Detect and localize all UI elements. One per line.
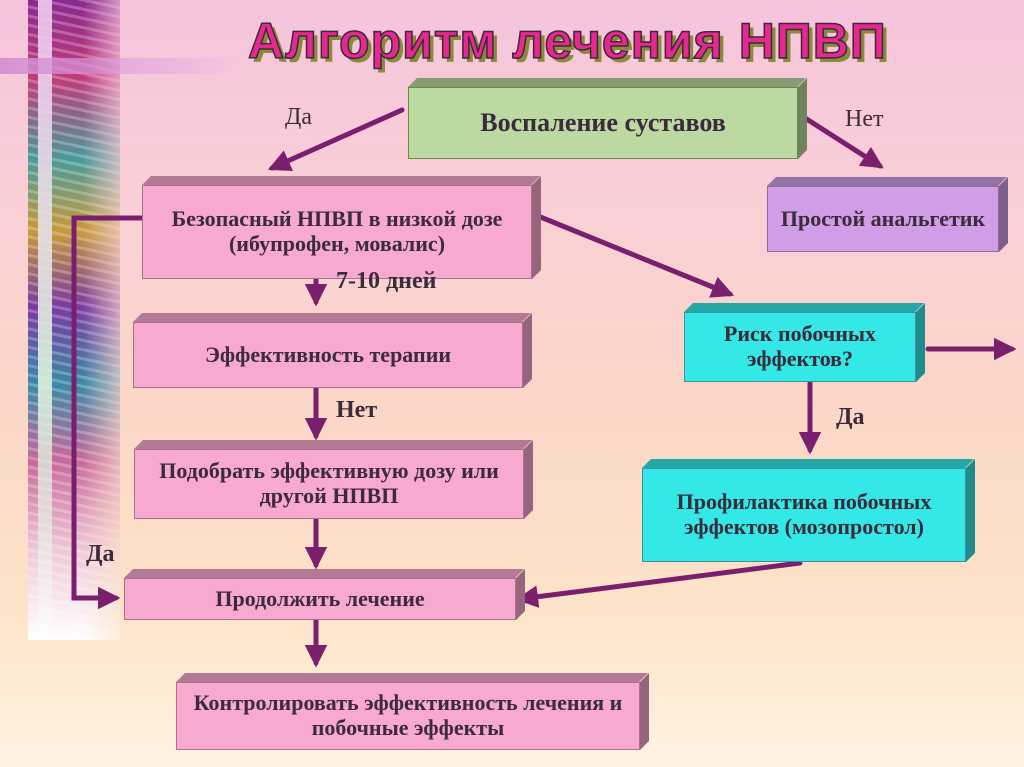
arrow-inflammation-to-nsaid — [267, 107, 405, 171]
box-inflammation: Воспаление суставов — [408, 87, 798, 159]
decorative-horizontal-line — [0, 58, 240, 74]
box-continue: Продолжить лечение — [124, 578, 516, 620]
box-monitor: Контролировать эффективность лечения и п… — [176, 682, 640, 750]
label-yes-top: Да — [285, 104, 313, 130]
box-prophylaxis: Профилактика побочных эффектов (мозопрос… — [642, 468, 966, 562]
box-choose-dose: Подобрать эффективную дозу или другой НП… — [134, 449, 524, 519]
page-title: Алгоритм лечения НПВП — [247, 12, 887, 70]
label-days: 7-10 дней — [336, 268, 437, 294]
box-safe-nsaid: Безопасный НПВП в низкой дозе (ибупрофен… — [142, 185, 532, 279]
arrow-nsaid-to-continue-loop — [71, 215, 145, 610]
arrow-nsaid-to-risk — [530, 211, 735, 298]
label-yes-risk: Да — [836, 404, 865, 430]
decorative-vertical-line — [38, 0, 52, 640]
label-no-top: Нет — [845, 106, 884, 132]
arrow-prophylaxis-to-continue — [515, 560, 803, 608]
label-no-mid: Нет — [336, 397, 378, 423]
box-simple-analgesic: Простой анальгетик — [767, 186, 999, 252]
label-yes-left: Да — [86, 541, 115, 567]
arrow-inflammation-to-analgesic — [802, 115, 884, 169]
box-side-effect-risk: Риск побочных эффектов? — [684, 312, 916, 382]
box-effectiveness: Эффективность терапии — [133, 322, 523, 388]
